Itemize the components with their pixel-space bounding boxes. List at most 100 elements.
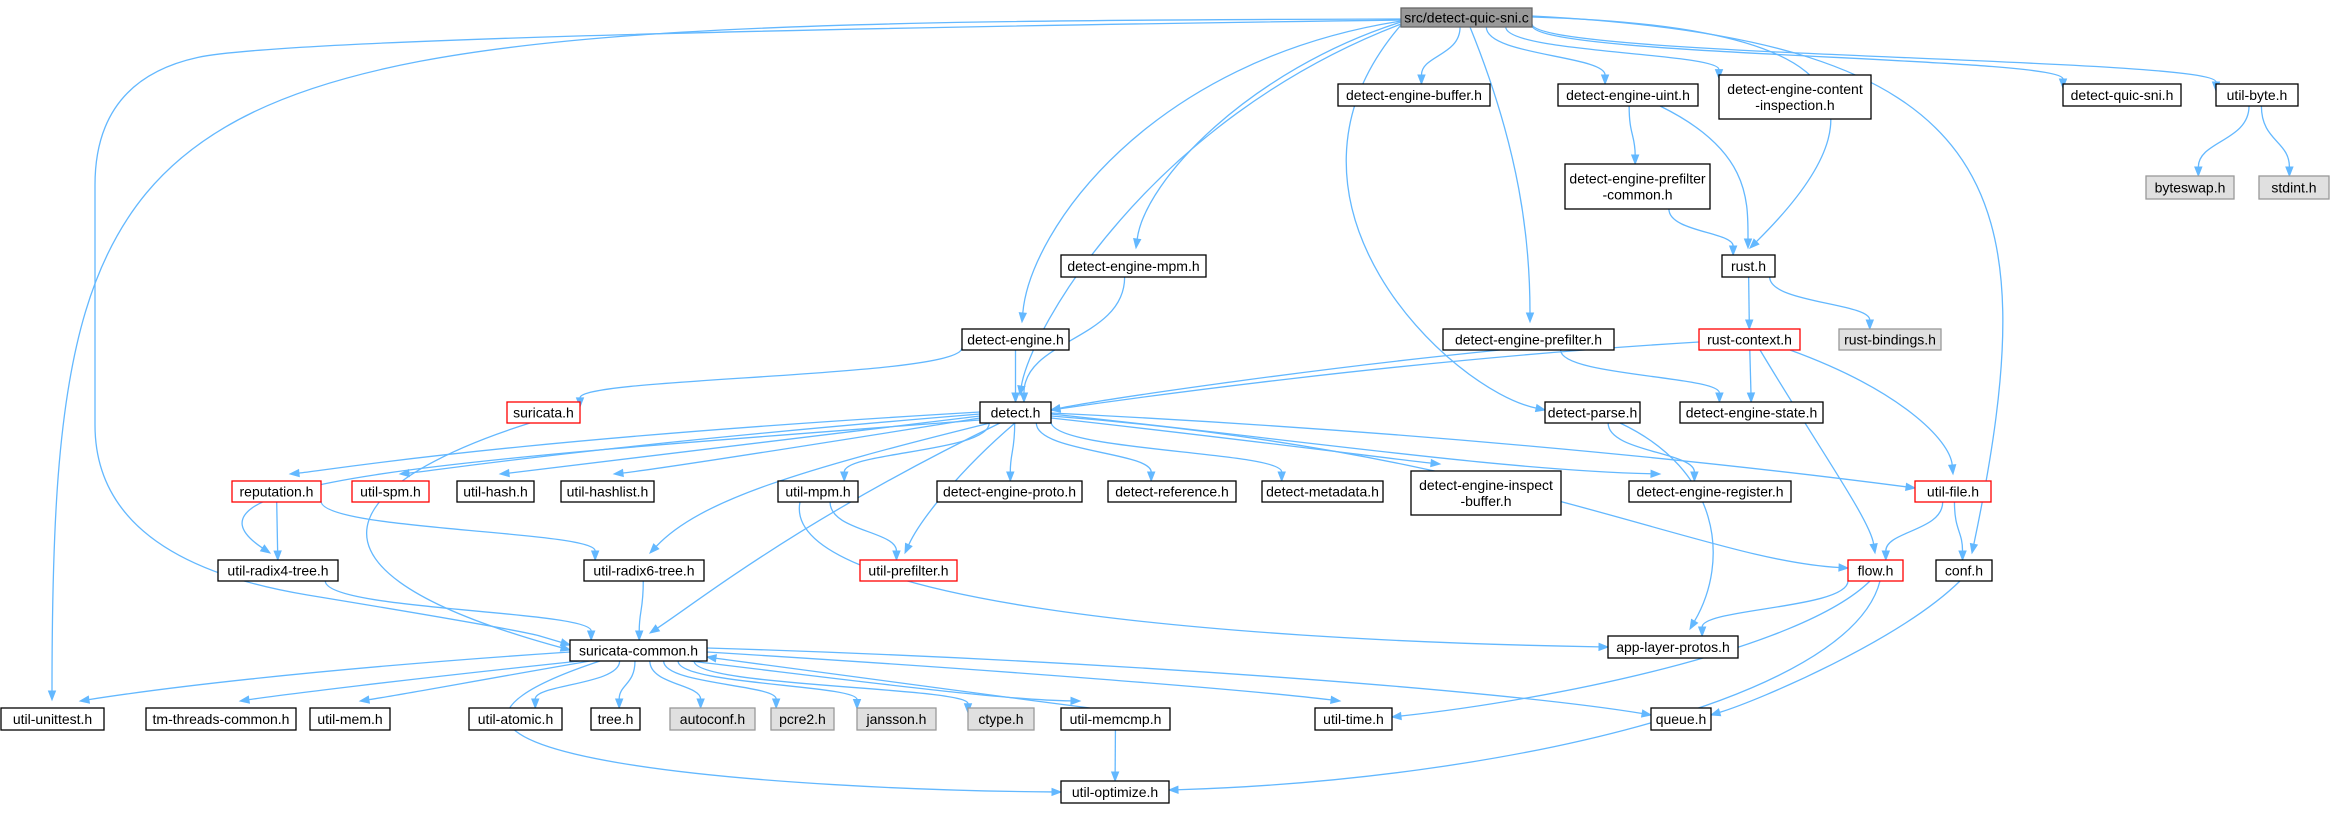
node-label: detect-metadata.h xyxy=(1266,484,1379,500)
edge-suricata-common-to-util-mem xyxy=(358,660,591,704)
node-util-radix6-tree[interactable]: util-radix6-tree.h xyxy=(583,559,705,582)
node-detect-engine-buffer[interactable]: detect-engine-buffer.h xyxy=(1337,83,1491,107)
node-box xyxy=(1650,707,1712,731)
node-detect[interactable]: detect.h xyxy=(979,401,1052,424)
edge-line xyxy=(715,657,1091,709)
edge-line xyxy=(1050,421,1283,473)
node-box xyxy=(2062,83,2182,107)
node-detect-quic-sni[interactable]: detect-quic-sni.h xyxy=(2062,83,2182,107)
edge-root-to-detect-parse xyxy=(1345,24,1547,413)
node-util-atomic[interactable]: util-atomic.h xyxy=(468,707,563,731)
node-label: jansson.h xyxy=(866,711,927,727)
node-detect-engine-inspect-buffer[interactable]: detect-engine-inspect-buffer.h xyxy=(1410,470,1562,516)
arrowhead xyxy=(1689,618,1699,631)
node-detect-engine-uint[interactable]: detect-engine-uint.h xyxy=(1557,83,1699,107)
arrowhead xyxy=(852,699,862,710)
node-suricata[interactable]: suricata.h xyxy=(506,401,581,424)
node-util-optimize[interactable]: util-optimize.h xyxy=(1060,780,1170,804)
node-rust-bindings: rust-bindings.h xyxy=(1838,328,1942,351)
node-util-mem[interactable]: util-mem.h xyxy=(309,707,391,731)
node-box xyxy=(1935,559,1993,582)
node-detect-engine[interactable]: detect-engine.h xyxy=(961,328,1070,351)
node-util-prefilter[interactable]: util-prefilter.h xyxy=(859,559,958,582)
edge-detect-engine-uint-to-rust xyxy=(1659,105,1753,250)
node-root[interactable]: src/detect-quic-sni.c xyxy=(1400,7,1533,28)
edge-detect-to-detect-reference xyxy=(1035,422,1156,483)
node-util-file[interactable]: util-file.h xyxy=(1914,480,1992,503)
edge-detect-engine-uint-to-detect-engine-prefilter-common xyxy=(1628,105,1640,166)
node-label: detect.h xyxy=(991,405,1041,421)
node-queue[interactable]: queue.h xyxy=(1650,707,1712,731)
node-box xyxy=(583,559,705,582)
node-box xyxy=(1544,401,1641,424)
edge-root-to-conf xyxy=(1531,15,2004,555)
node-detect-engine-proto[interactable]: detect-engine-proto.h xyxy=(936,480,1083,503)
graph-edges xyxy=(47,15,2294,797)
arrowhead xyxy=(47,690,57,702)
node-flow[interactable]: flow.h xyxy=(1847,559,1904,582)
arrowhead xyxy=(1006,471,1015,483)
node-detect-engine-prefilter[interactable]: detect-engine-prefilter.h xyxy=(1442,328,1615,351)
node-rust-context[interactable]: rust-context.h xyxy=(1698,328,1801,351)
node-box xyxy=(1314,707,1393,731)
edge-line xyxy=(2197,105,2250,168)
node-ctype: ctype.h xyxy=(967,707,1035,731)
node-util-hashlist[interactable]: util-hashlist.h xyxy=(560,480,655,503)
node-label: autoconf.h xyxy=(680,711,745,727)
node-detect-engine-register[interactable]: detect-engine-register.h xyxy=(1628,480,1792,503)
arrowhead xyxy=(559,643,572,652)
edge-suricata-to-suricata-common xyxy=(366,422,572,652)
node-label: detect-reference.h xyxy=(1115,484,1229,500)
node-util-time[interactable]: util-time.h xyxy=(1314,707,1393,731)
node-box xyxy=(351,480,430,503)
edge-detect-to-detect-engine-proto xyxy=(1006,422,1016,483)
edge-line xyxy=(88,651,571,701)
edge-rust-context-to-detect xyxy=(1049,341,1700,413)
edge-line xyxy=(1050,417,1432,464)
arrowhead xyxy=(1525,312,1535,324)
node-box xyxy=(1564,163,1711,210)
arrowhead xyxy=(1070,696,1082,706)
node-reputation[interactable]: reputation.h xyxy=(231,480,322,503)
node-label: detect-engine-buffer.h xyxy=(1346,87,1482,103)
node-label: util-spm.h xyxy=(360,484,421,500)
arrowhead xyxy=(1749,238,1760,249)
node-util-spm[interactable]: util-spm.h xyxy=(351,480,430,503)
node-detect-reference[interactable]: detect-reference.h xyxy=(1107,480,1237,503)
arrowhead xyxy=(1715,392,1724,404)
node-label: util-radix4-tree.h xyxy=(227,563,328,579)
edge-line xyxy=(1469,26,1531,314)
arrowhead xyxy=(498,468,510,478)
arrowhead xyxy=(648,624,661,634)
node-util-byte[interactable]: util-byte.h xyxy=(2215,83,2299,107)
node-tm-threads-common[interactable]: tm-threads-common.h xyxy=(145,707,297,731)
node-tree[interactable]: tree.h xyxy=(590,707,641,731)
edge-root-to-util-unittest xyxy=(47,18,1402,702)
edge-root-to-detect-engine-uint xyxy=(1485,26,1610,86)
arrowhead xyxy=(1881,550,1891,562)
node-detect-engine-prefilter-common[interactable]: detect-engine-prefilter-common.h xyxy=(1564,163,1711,210)
node-conf[interactable]: conf.h xyxy=(1935,559,1993,582)
node-util-hash[interactable]: util-hash.h xyxy=(456,480,535,503)
node-util-memcmp[interactable]: util-memcmp.h xyxy=(1060,707,1171,731)
node-box xyxy=(979,401,1052,424)
edge-detect-to-detect-engine-inspect-buffer xyxy=(1050,417,1442,468)
edge-suricata-common-to-jansson xyxy=(677,660,862,710)
node-label: stdint.h xyxy=(2271,180,2316,196)
node-detect-metadata[interactable]: detect-metadata.h xyxy=(1261,480,1384,503)
edge-root-to-rust xyxy=(1531,16,1832,249)
arrowhead xyxy=(705,654,717,663)
edge-line xyxy=(1619,422,1714,622)
node-util-unittest[interactable]: util-unittest.h xyxy=(0,707,105,731)
node-detect-engine-content-inspection[interactable]: detect-engine-content-inspection.h xyxy=(1718,74,1872,120)
node-detect-engine-mpm[interactable]: detect-engine-mpm.h xyxy=(1060,254,1207,278)
node-suricata-common[interactable]: suricata-common.h xyxy=(569,639,708,662)
node-app-layer-protos[interactable]: app-layer-protos.h xyxy=(1607,635,1739,659)
edge-util-file-to-flow xyxy=(1881,501,1944,562)
node-detect-parse[interactable]: detect-parse.h xyxy=(1544,401,1641,424)
node-util-mpm[interactable]: util-mpm.h xyxy=(777,480,859,503)
node-util-radix4-tree[interactable]: util-radix4-tree.h xyxy=(217,559,339,582)
arrowhead xyxy=(2194,166,2203,178)
node-rust[interactable]: rust.h xyxy=(1721,254,1776,278)
node-detect-engine-state[interactable]: detect-engine-state.h xyxy=(1679,401,1824,424)
